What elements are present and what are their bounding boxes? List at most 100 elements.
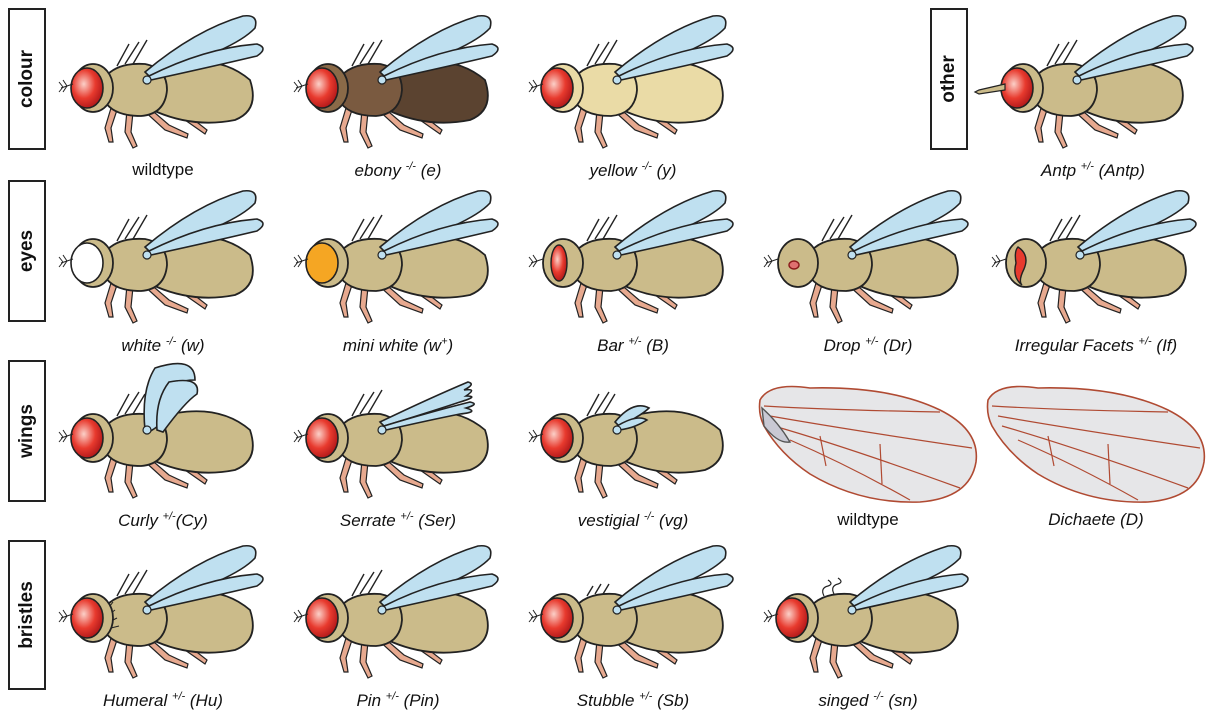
arista [764, 255, 778, 267]
eye [71, 598, 103, 638]
haltere [378, 426, 386, 434]
caption-tail: (sn) [884, 691, 918, 710]
fly-curly: Curly +/-(Cy) [45, 360, 281, 536]
bristles [1050, 215, 1080, 241]
caption-text: singed -/- (sn) [818, 691, 917, 710]
caption-name: yellow [590, 161, 642, 180]
caption-sup: +/- [1081, 160, 1094, 172]
fly-pin: Pin +/- (Pin) [280, 540, 516, 716]
fly-serrate: Serrate +/- (Ser) [280, 360, 516, 536]
bristles [117, 570, 147, 596]
caption-text: Serrate +/- (Ser) [340, 511, 456, 530]
haltere [613, 251, 621, 259]
bristles [587, 215, 617, 241]
haltere [1076, 251, 1084, 259]
caption-sup: +/- [400, 510, 413, 522]
caption-sup: -/- [406, 160, 416, 172]
arista [992, 255, 1006, 267]
haltere [613, 606, 621, 614]
caption-text: Stubble +/- (Sb) [577, 691, 689, 710]
caption-tail: (Ser) [414, 511, 457, 530]
haltere [378, 606, 386, 614]
caption-stubble: Stubble +/- (Sb) [515, 690, 751, 711]
caption-text: wildtype [837, 510, 898, 529]
caption-wing-wildtype: wildtype [750, 510, 986, 530]
caption-ebony: ebony -/- (e) [280, 160, 516, 181]
fly-drawing [515, 10, 751, 160]
caption-name: white [121, 336, 165, 355]
row-label-bristles: bristles [8, 540, 46, 690]
bristles [117, 40, 147, 66]
eye [789, 261, 799, 269]
bristles [1047, 40, 1077, 66]
caption-tail: ) [448, 336, 454, 355]
fly-drawing [975, 10, 1211, 160]
caption-tail: (Dr) [878, 336, 912, 355]
row-label-bristles-text: bristles [16, 581, 38, 649]
caption-text: vestigial -/- (vg) [578, 511, 689, 530]
caption-sup: +/- [628, 335, 641, 347]
fly-ebony: ebony -/- (e) [280, 10, 516, 186]
haltere [1073, 76, 1081, 84]
caption-tail: (Pin) [399, 691, 440, 710]
caption-tail: (Sb) [652, 691, 689, 710]
caption-name: vestigial [578, 511, 644, 530]
bristles [352, 215, 382, 241]
eye [71, 243, 103, 283]
caption-name: Humeral [103, 691, 172, 710]
caption-name: Bar [597, 336, 628, 355]
eye [306, 598, 338, 638]
fly-drawing [515, 540, 751, 690]
caption-sup: -/- [644, 510, 654, 522]
fly-antp: Antp +/- (Antp) [975, 10, 1211, 186]
caption-serrate: Serrate +/- (Ser) [280, 510, 516, 531]
haltere [378, 251, 386, 259]
fly-white: white -/- (w) [45, 185, 281, 361]
caption-text: wildtype [132, 160, 193, 179]
eye [306, 418, 338, 458]
eye [306, 243, 338, 283]
row-label-other: other [930, 8, 968, 150]
row-label-wings-text: wings [16, 404, 38, 458]
caption-singed: singed -/- (sn) [750, 690, 986, 711]
caption-name: Antp [1041, 161, 1081, 180]
fly-irregular-facets: Irregular Facets +/- (If) [978, 185, 1214, 361]
caption-tail: (vg) [654, 511, 688, 530]
bristles [822, 215, 852, 241]
fly-drawing [515, 360, 751, 510]
caption-bar: Bar +/- (B) [515, 335, 751, 356]
fly-drawing [45, 360, 281, 510]
caption-name: mini white (w [343, 336, 441, 355]
fly-drawing [280, 540, 516, 690]
row-label-other-text: other [938, 55, 960, 103]
fly-drawing [280, 185, 516, 335]
caption-yellow: yellow -/- (y) [515, 160, 751, 181]
haltere [613, 76, 621, 84]
eye [306, 68, 338, 108]
row-label-eyes: eyes [8, 180, 46, 322]
caption-tail: (w) [176, 336, 204, 355]
caption-text: Bar +/- (B) [597, 336, 669, 355]
caption-dichaete: Dichaete (D) [978, 510, 1214, 530]
fly-drawing [280, 10, 516, 160]
caption-name: Serrate [340, 511, 400, 530]
caption-tail: (e) [416, 161, 442, 180]
caption-irregular-facets: Irregular Facets +/- (If) [978, 335, 1214, 356]
caption-vestigial: vestigial -/- (vg) [515, 510, 751, 531]
haltere [848, 606, 856, 614]
fly-drop: Drop +/- (Dr) [750, 185, 986, 361]
wing-wildtype: wildtype [750, 360, 986, 536]
haltere [143, 76, 151, 84]
haltere [143, 426, 151, 434]
fly-mini-white: mini white (w+) [280, 185, 516, 361]
haltere [378, 76, 386, 84]
caption-text: Antp +/- (Antp) [1041, 161, 1145, 180]
fly-drawing [978, 185, 1214, 335]
fly-drawing [45, 185, 281, 335]
caption-tail: (B) [641, 336, 668, 355]
fly-drawing [280, 360, 516, 510]
fly-yellow: yellow -/- (y) [515, 10, 751, 186]
caption-text: mini white (w+) [343, 336, 453, 355]
bristles [587, 40, 617, 66]
caption-sup: +/- [1139, 335, 1152, 347]
